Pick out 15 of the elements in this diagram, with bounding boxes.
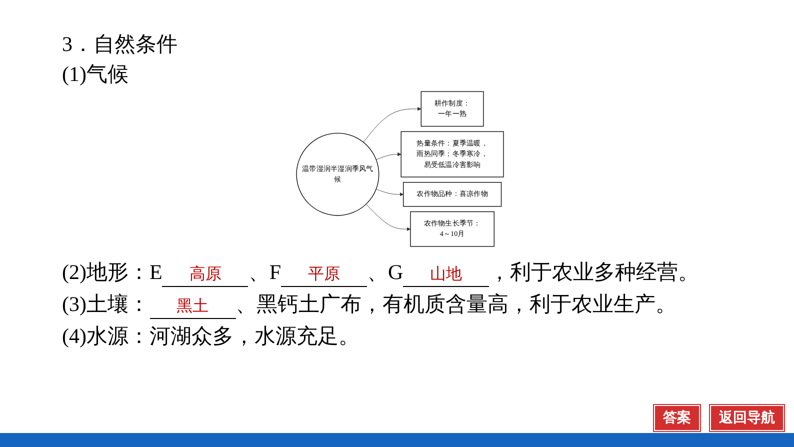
nav-button: 返回导航 (710, 405, 784, 431)
answer-blank: 高原 (162, 264, 248, 287)
answer-blank: 平原 (281, 264, 368, 287)
subheading: (1)气候 (62, 61, 128, 88)
answer-blank: 黑土 (150, 296, 236, 319)
text-line: 、黑钙土广布，有机质含量高，利于农业生产。 (236, 291, 676, 318)
text-line: 、G (367, 259, 404, 286)
section-heading: 3．自然条件 (62, 31, 178, 58)
answer-blank: 山地 (403, 264, 490, 287)
text-line: 、F (248, 259, 282, 286)
nav-button: 答案 (654, 405, 700, 431)
text-line: (4)水源：河湖众多，水源充足。 (62, 323, 360, 350)
text-line: (3)土壤： (62, 291, 150, 318)
text-line: (2)地形：E (62, 259, 162, 286)
text-line: ，利于农业多种经营。 (489, 259, 700, 286)
